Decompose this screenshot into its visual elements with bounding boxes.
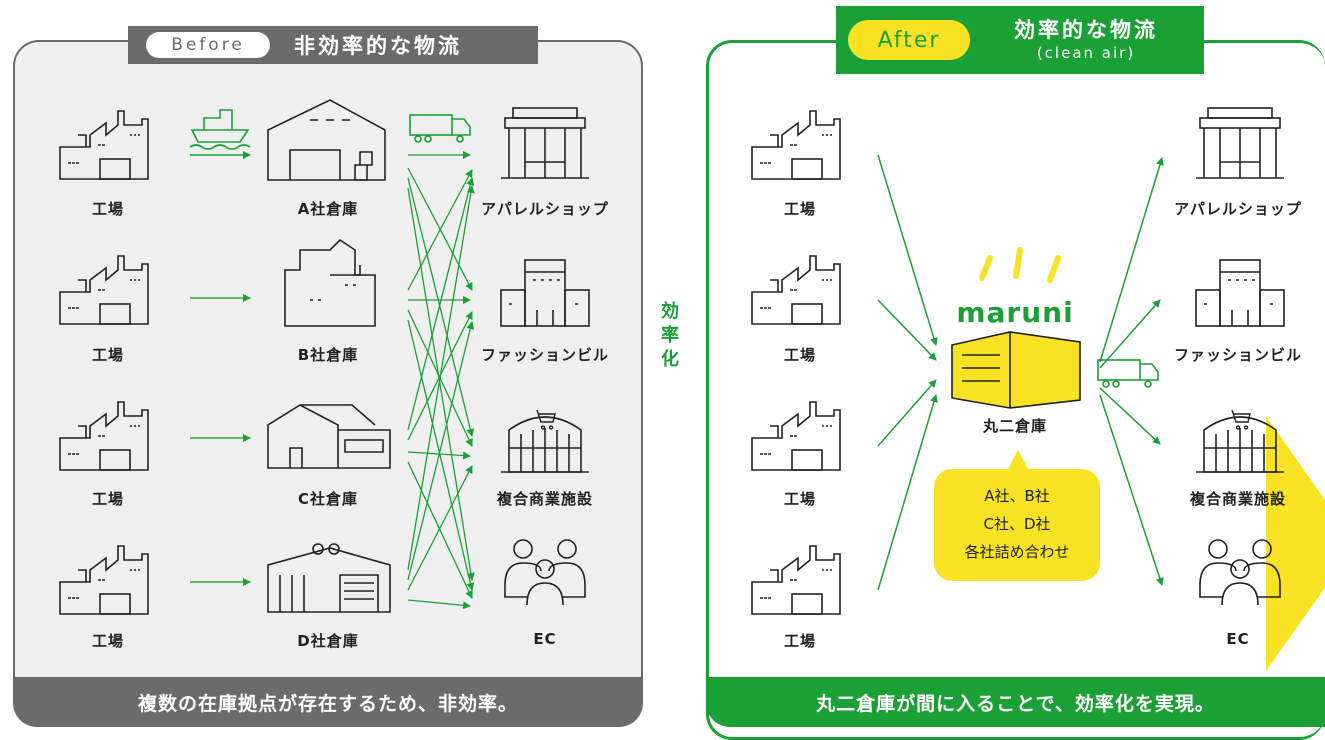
after-factory-icon-3 <box>751 401 841 471</box>
maruni-logo: maruni <box>956 296 1074 329</box>
callout-box <box>934 469 1100 581</box>
before-factory-icon-2 <box>59 255 149 325</box>
before-panel <box>13 40 643 720</box>
before-apparel-shop-icon <box>500 107 590 179</box>
before-factory-arrows <box>190 151 251 586</box>
after-factory-icon-4 <box>751 545 841 615</box>
before-dest-label-apparel: アパレルショップ <box>481 200 609 218</box>
before-factory-icon-1 <box>59 110 149 180</box>
before-factory-icon-4 <box>59 545 149 615</box>
after-subtitle: (clean air) <box>1036 44 1136 62</box>
before-factory-icon-3 <box>59 401 149 471</box>
after-pill: After <box>848 20 970 60</box>
warehouse-a-icon <box>267 99 386 181</box>
after-factory-icon-2 <box>751 255 841 325</box>
after-mall-icon <box>1195 409 1285 473</box>
before-dest-label-fashion: ファッションビル <box>480 346 609 364</box>
after-outbound-arrows <box>1099 157 1164 586</box>
callout-line-2: C社、D社 <box>983 515 1051 533</box>
after-fashion-building-icon <box>1195 259 1285 327</box>
after-dest-label-apparel: アパレルショップ <box>1174 200 1302 218</box>
warehouse-b-label: B社倉庫 <box>297 346 359 364</box>
after-inbound-arrows <box>877 154 938 591</box>
before-header: Before 非効率的な物流 <box>128 26 538 64</box>
warehouse-a-label: A社倉庫 <box>297 200 359 218</box>
after-apparel-shop-icon <box>1195 107 1285 179</box>
efficiency-arrow-label: 効率化 <box>661 301 679 370</box>
after-dest-label-ec: EC <box>1226 630 1250 648</box>
callout-text: A社、B社 C社、D社 各社詰め合わせ <box>934 482 1100 566</box>
before-dest-label-mall: 複合商業施設 <box>496 490 593 508</box>
after-factory-label-3: 工場 <box>783 490 816 508</box>
ship-icon <box>189 109 251 150</box>
callout-line-3: 各社詰め合わせ <box>964 543 1070 561</box>
before-crossing-arrows <box>407 151 475 610</box>
warehouse-c-icon <box>267 404 391 469</box>
callout-line-1: A社、B社 <box>984 487 1050 505</box>
before-mall-icon <box>500 409 590 473</box>
after-title: 効率的な物流 <box>1014 18 1158 42</box>
before-factory-label-4: 工場 <box>91 632 124 650</box>
after-ec-icon <box>1199 539 1281 606</box>
after-factory-label-2: 工場 <box>783 346 816 364</box>
warehouse-d-label: D社倉庫 <box>297 632 359 650</box>
warehouse-c-label: C社倉庫 <box>297 490 358 508</box>
efficiency-arrow-icon <box>1266 416 1325 671</box>
before-dest-label-ec: EC <box>533 630 557 648</box>
before-fashion-building-icon <box>500 259 590 327</box>
after-truck-icon <box>1097 359 1159 388</box>
before-footer: 複数の在庫拠点が存在するため、非効率。 <box>13 677 643 727</box>
warehouse-b-icon <box>284 238 376 327</box>
after-dest-label-fashion: ファッションビル <box>1173 346 1302 364</box>
maruni-hub-icon <box>951 247 1081 409</box>
before-factory-label-1: 工場 <box>91 200 124 218</box>
after-header: After 効率的な物流 (clean air) <box>836 6 1204 74</box>
before-factory-label-3: 工場 <box>91 490 124 508</box>
before-factory-label-2: 工場 <box>91 346 124 364</box>
callout-pointer-icon <box>1008 450 1028 469</box>
before-truck-icon <box>409 114 471 143</box>
after-factory-label-1: 工場 <box>783 200 816 218</box>
hub-label: 丸二倉庫 <box>982 417 1047 435</box>
after-factory-label-4: 工場 <box>783 632 816 650</box>
before-ec-icon <box>504 539 586 606</box>
before-title: 非効率的な物流 <box>294 34 462 58</box>
warehouse-d-icon <box>267 543 391 613</box>
after-footer: 丸二倉庫が間に入ることで、効率化を実現。 <box>706 677 1325 727</box>
after-dest-label-mall: 複合商業施設 <box>1189 490 1286 508</box>
after-factory-icon-1 <box>751 110 841 180</box>
before-pill: Before <box>146 32 270 58</box>
